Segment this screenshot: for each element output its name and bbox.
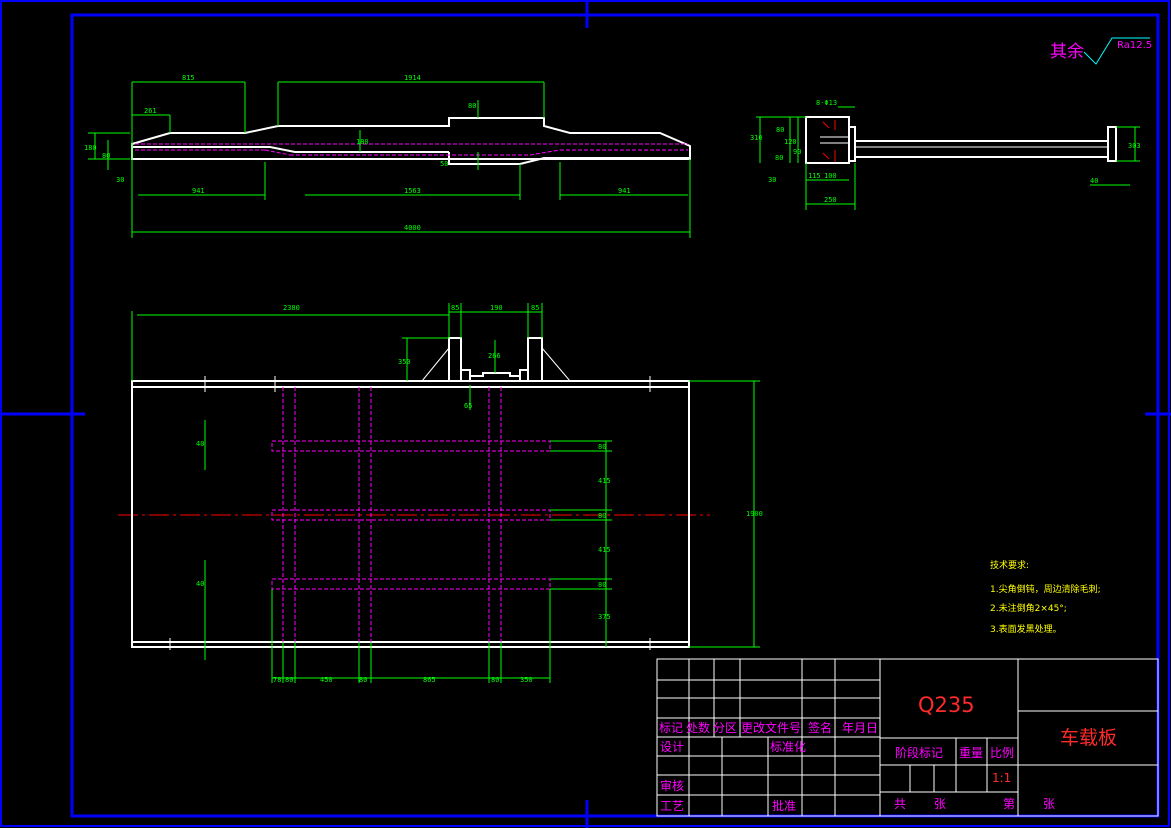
dim-85-right: 85 bbox=[531, 304, 539, 312]
roughness-symbol: 其余 Ra12.5 bbox=[1050, 37, 1152, 65]
dim-180-mid: 180 bbox=[356, 138, 369, 146]
header-signature: 签名 bbox=[808, 720, 832, 735]
label-scale: 比例 bbox=[990, 746, 1014, 760]
dim-90: 90 bbox=[793, 148, 801, 156]
header-date: 年月日 bbox=[842, 721, 878, 735]
label-design: 设计 bbox=[660, 740, 684, 754]
dim-8-holes: 8-Φ13 bbox=[816, 99, 837, 107]
dim-2380: 2380 bbox=[283, 304, 300, 312]
dim-80-bot-c: 80 bbox=[491, 676, 499, 684]
dim-100: 100 bbox=[824, 172, 837, 180]
dim-80-side: 80 bbox=[776, 126, 784, 134]
side-view: 8-Φ13 310 80 120 90 80 30 115 100 250 30… bbox=[750, 99, 1141, 210]
tech-notes-title: 技术要求: bbox=[990, 559, 1029, 571]
dim-115: 115 bbox=[808, 172, 821, 180]
dim-50: 50 bbox=[440, 160, 448, 168]
tech-note-3: 3.表面发黑处理。 bbox=[990, 623, 1062, 635]
label-standardization: 标准化 bbox=[770, 740, 806, 754]
dim-865: 865 bbox=[423, 676, 436, 684]
dim-1900: 1900 bbox=[746, 510, 763, 518]
label-sheet-no: 第 bbox=[1003, 797, 1015, 811]
roughness-prefix: 其余 bbox=[1050, 42, 1084, 62]
label-stage-mark: 阶段标记 bbox=[895, 745, 943, 760]
dim-310: 310 bbox=[750, 134, 763, 142]
dim-350-top: 350 bbox=[398, 358, 411, 366]
material-value: Q235 bbox=[918, 693, 975, 717]
title-block: 标记 处数 分区 更改文件号 签名 年月日 设计 标准化 审核 工艺 批准 阶段… bbox=[656, 658, 1159, 817]
label-approve: 批准 bbox=[772, 798, 796, 813]
roughness-value: Ra12.5 bbox=[1117, 40, 1152, 51]
dim-40-side: 40 bbox=[1090, 177, 1098, 185]
dim-80-c: 80 bbox=[598, 581, 606, 589]
part-name: 车载板 bbox=[1060, 727, 1117, 749]
dim-40-lower: 40 bbox=[196, 580, 204, 588]
label-sheets: 张 bbox=[934, 797, 946, 811]
label-weight: 重量 bbox=[959, 746, 983, 760]
dim-4000: 4000 bbox=[404, 224, 421, 232]
tech-note-2: 2.未注倒角2×45°; bbox=[990, 602, 1067, 614]
label-process: 工艺 bbox=[660, 799, 684, 813]
dim-80-bot-b: 80 bbox=[359, 676, 367, 684]
dim-78: 78 bbox=[273, 676, 281, 684]
dim-80-b: 80 bbox=[598, 512, 606, 520]
dim-941-left: 941 bbox=[192, 187, 205, 195]
header-change-doc: 更改文件号 bbox=[741, 720, 801, 735]
dim-30: 30 bbox=[116, 176, 124, 184]
label-total: 共 bbox=[894, 797, 906, 811]
dim-415-a: 415 bbox=[598, 477, 611, 485]
scale-value: 1:1 bbox=[992, 771, 1011, 785]
dim-1914: 1914 bbox=[404, 74, 421, 82]
dim-65: 65 bbox=[464, 402, 472, 410]
header-zone: 分区 bbox=[713, 721, 737, 735]
dim-941-right: 941 bbox=[618, 187, 631, 195]
dim-180-left: 180 bbox=[84, 144, 97, 152]
dim-375: 375 bbox=[598, 613, 611, 621]
dim-350-bot: 350 bbox=[520, 676, 533, 684]
header-count: 处数 bbox=[686, 720, 710, 735]
dim-190: 190 bbox=[490, 304, 503, 312]
tech-notes: 技术要求: 1.尖角倒钝，周边清除毛刺; 2.未注倒角2×45°; 3.表面发黑… bbox=[990, 559, 1101, 635]
dim-1563: 1563 bbox=[404, 187, 421, 195]
dim-261: 261 bbox=[144, 107, 157, 115]
dim-80-bot-a: 80 bbox=[285, 676, 293, 684]
dim-80-left: 80 bbox=[102, 152, 110, 160]
dim-80-top: 80 bbox=[468, 102, 476, 110]
header-mark: 标记 bbox=[659, 721, 683, 735]
label-review: 审核 bbox=[660, 778, 684, 793]
dim-120: 120 bbox=[784, 138, 797, 146]
plan-view: 2380 85 190 85 350 266 65 40 40 80 415 8… bbox=[118, 303, 763, 684]
dim-80-a: 80 bbox=[598, 443, 606, 451]
dim-415-b: 415 bbox=[598, 546, 611, 554]
dim-250: 250 bbox=[824, 196, 837, 204]
dim-303: 303 bbox=[1128, 142, 1141, 150]
dim-815: 815 bbox=[182, 74, 195, 82]
top-view: 815 1914 261 80 180 80 180 30 50 941 156… bbox=[84, 74, 691, 238]
dim-85-left: 85 bbox=[451, 304, 459, 312]
dim-40-upper: 40 bbox=[196, 440, 204, 448]
dim-450: 450 bbox=[320, 676, 333, 684]
dim-266: 266 bbox=[488, 352, 501, 360]
dim-30-side: 30 bbox=[768, 176, 776, 184]
dim-80-side-b: 80 bbox=[775, 154, 783, 162]
tech-note-1: 1.尖角倒钝，周边清除毛刺; bbox=[990, 583, 1101, 595]
label-sheet-unit: 张 bbox=[1043, 797, 1055, 811]
